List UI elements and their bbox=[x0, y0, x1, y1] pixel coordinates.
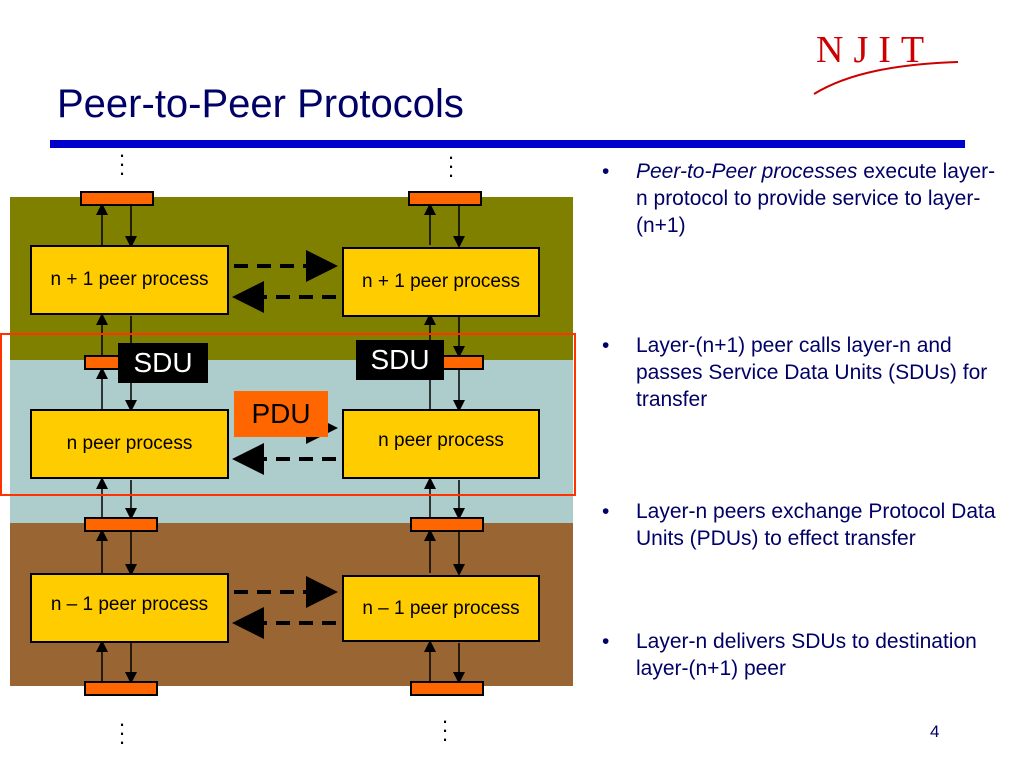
bullet-italic-lead: Peer-to-Peer processes bbox=[636, 160, 858, 183]
peer-process-n-plus-1-right: n + 1 peer process bbox=[342, 247, 540, 317]
more-layers-above-right: ··· bbox=[447, 144, 455, 187]
bullet-text: Layer-(n+1) peer calls layer-n and passe… bbox=[636, 334, 988, 411]
slide-title: Peer-to-Peer Protocols bbox=[57, 82, 464, 126]
access-point-top-right bbox=[408, 191, 482, 206]
bullet-item: • Layer-(n+1) peer calls layer-n and pas… bbox=[596, 332, 1006, 413]
access-point-lower-right bbox=[410, 517, 484, 532]
peer-process-n-plus-1-left: n + 1 peer process bbox=[30, 245, 229, 315]
sdu-tag-left: SDU bbox=[118, 343, 208, 383]
bullet-item: • Layer-n delivers SDUs to destination l… bbox=[596, 628, 1006, 682]
peer-process-n-minus-1-left: n – 1 peer process bbox=[30, 573, 229, 643]
peer-process-n-right: n peer process bbox=[342, 409, 540, 479]
bullet-item: • Peer-to-Peer processes execute layer-n… bbox=[596, 158, 1006, 239]
bullet-dot: • bbox=[602, 630, 610, 653]
bullet-text: Layer-n peers exchange Protocol Data Uni… bbox=[636, 500, 996, 550]
njit-logo: NJIT bbox=[813, 29, 959, 95]
layer-n-highlight-frame bbox=[0, 333, 576, 496]
logo-text: NJIT bbox=[816, 29, 934, 71]
page-number: 4 bbox=[930, 722, 940, 741]
title-rule bbox=[50, 140, 965, 148]
pdu-tag: PDU bbox=[234, 391, 328, 437]
access-point-top-left bbox=[80, 191, 154, 206]
peer-process-n-minus-1-right: n – 1 peer process bbox=[342, 575, 540, 642]
bullet-dot: • bbox=[602, 500, 610, 523]
access-point-lower-left bbox=[84, 517, 158, 532]
more-layers-below-right: ··· bbox=[441, 708, 449, 751]
bullet-dot: • bbox=[602, 334, 610, 357]
more-layers-below-left: ··· bbox=[118, 711, 126, 754]
bullet-text: Layer-n delivers SDUs to destination lay… bbox=[636, 630, 977, 680]
more-layers-above-left: ··· bbox=[118, 142, 126, 185]
access-point-bottom-right bbox=[410, 681, 484, 696]
bullet-dot: • bbox=[602, 160, 610, 183]
access-point-bottom-left bbox=[84, 681, 158, 696]
bullet-text: execute layer-n protocol to provide serv… bbox=[636, 160, 996, 237]
peer-process-n-left: n peer process bbox=[30, 409, 229, 479]
sdu-tag-right: SDU bbox=[356, 340, 444, 380]
bullet-item: • Layer-n peers exchange Protocol Data U… bbox=[596, 498, 1006, 552]
